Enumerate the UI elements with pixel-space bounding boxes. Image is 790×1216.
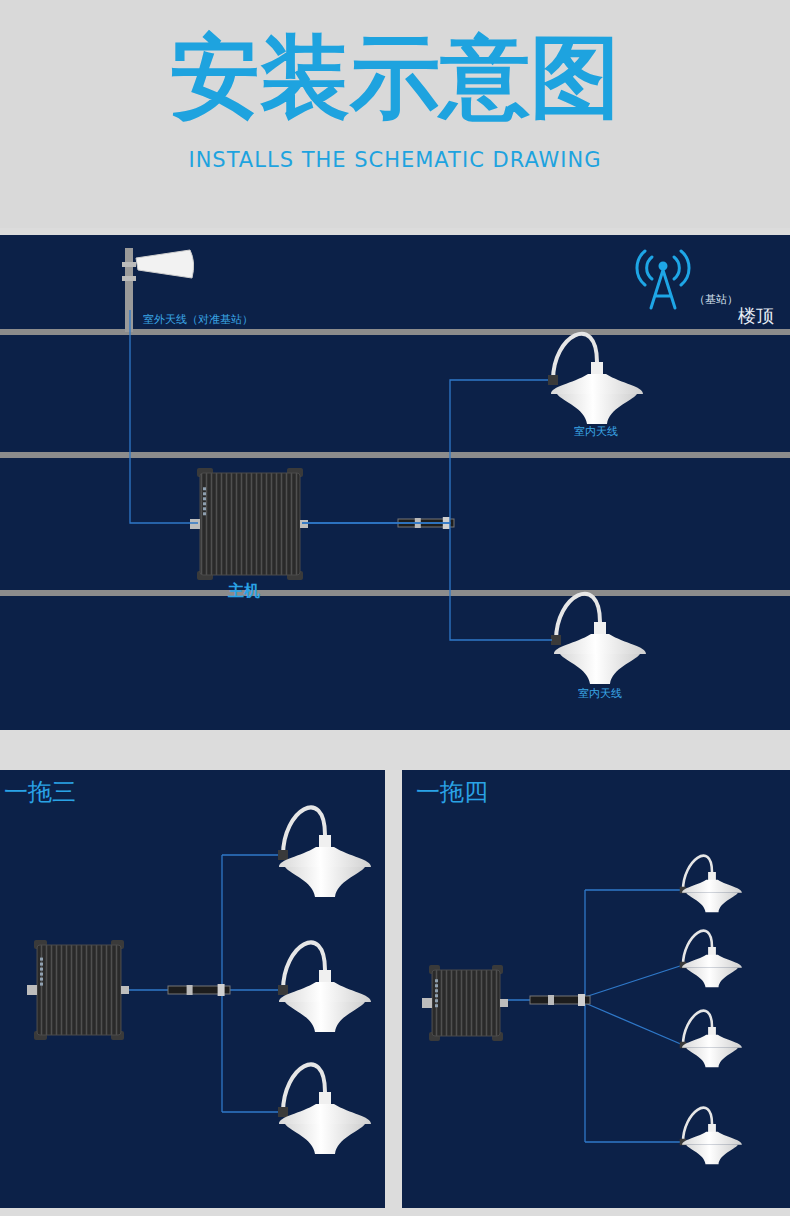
panel-ground <box>402 770 790 1208</box>
subtitle: INSTALLS THE SCHEMATIC DRAWING <box>0 148 790 172</box>
node-label: （基站） <box>694 292 738 307</box>
cable <box>222 1111 283 1112</box>
title: 安装示意图 <box>0 22 790 132</box>
cable <box>585 965 683 997</box>
node-label: 室外天线（对准基站） <box>143 312 253 327</box>
floor-label: 楼顶 <box>738 304 774 328</box>
cable <box>302 523 552 640</box>
cable <box>221 855 222 1112</box>
floor-line <box>0 590 790 596</box>
cable <box>130 310 198 523</box>
cable <box>302 380 548 523</box>
equipment <box>27 334 742 1165</box>
indoor-antenna: 室内天线 <box>552 600 648 682</box>
floor-line <box>0 329 790 335</box>
node-label: 室内天线 <box>574 424 618 439</box>
floor-line <box>0 452 790 458</box>
indoor-antenna: 室内天线 <box>548 340 644 422</box>
repeater-host: 主机 <box>198 469 302 577</box>
cable <box>585 889 683 890</box>
cable <box>222 854 283 855</box>
cable <box>585 1003 683 1045</box>
panel-ground <box>0 770 385 1208</box>
cable <box>585 1141 683 1142</box>
header-ground <box>0 0 790 228</box>
panel: 一拖三 <box>0 770 385 1208</box>
node-label: 室内天线 <box>578 686 622 701</box>
cable <box>222 989 283 990</box>
node-label: 主机 <box>228 581 260 602</box>
base-station-icon <box>637 251 689 308</box>
cable <box>584 890 585 1142</box>
panel: 一拖四 <box>402 770 790 1208</box>
outdoor-antenna: 室外天线（对准基站） <box>122 248 194 310</box>
base-station-icon: （基站） <box>636 250 690 312</box>
node-label: 一拖三 <box>4 776 76 808</box>
node-label: 一拖四 <box>416 776 488 808</box>
building-panel <box>0 235 790 730</box>
